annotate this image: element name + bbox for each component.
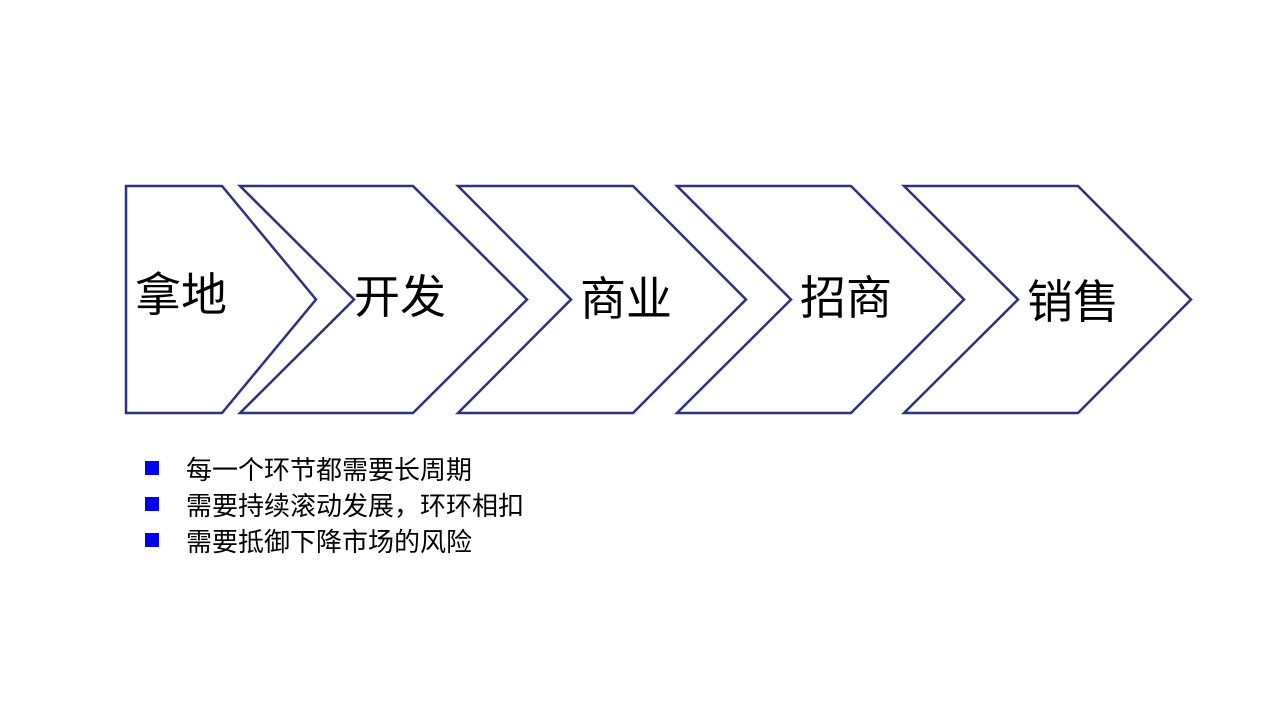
square-bullet-icon: [145, 497, 159, 511]
step-label-3: 商业: [580, 272, 672, 326]
bullet-text: 需要抵御下降市场的风险: [186, 527, 473, 558]
bullet-item: 需要抵御下降市场的风险: [145, 522, 524, 558]
bullet-text: 需要持续滚动发展，环环相扣: [186, 491, 525, 522]
bullet-list: 每一个环节都需要长周期 需要持续滚动发展，环环相扣 需要抵御下降市场的风险: [145, 450, 524, 558]
chevron-step-5: [900, 184, 1193, 415]
square-bullet-icon: [145, 461, 159, 475]
bullet-item: 每一个环节都需要长周期: [145, 450, 524, 486]
bullet-text: 每一个环节都需要长周期: [186, 455, 473, 486]
chevron-step-1: [124, 184, 318, 415]
step-label-5: 销售: [1027, 275, 1119, 329]
square-bullet-icon: [145, 533, 159, 547]
chevron-step-3: [454, 184, 748, 415]
step-label-1: 拿地: [135, 268, 227, 322]
bullet-item: 需要持续滚动发展，环环相扣: [145, 486, 524, 522]
chevron-step-2: [236, 184, 529, 415]
step-label-2: 开发: [354, 270, 446, 324]
step-label-4: 招商: [800, 271, 892, 325]
chevron-step-4: [673, 184, 966, 415]
